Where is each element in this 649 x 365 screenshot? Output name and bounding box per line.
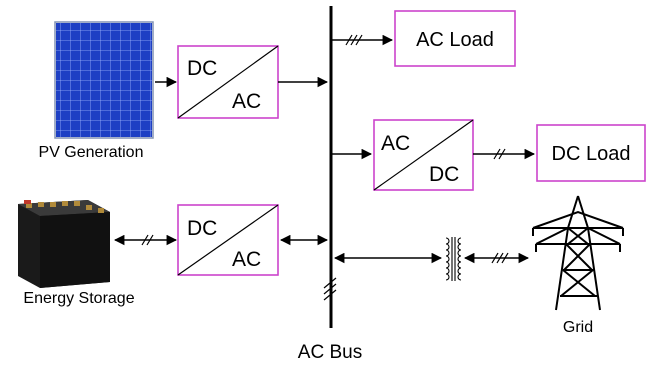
grid-phase-marks (491, 252, 509, 264)
dc-load-box (536, 124, 646, 182)
rectifier-input: AC (381, 132, 410, 155)
energy-storage-label: Energy Storage (23, 290, 134, 307)
pv-inverter: DC AC (177, 45, 279, 119)
pv-inverter-output: AC (232, 90, 261, 113)
storage-inverter: DC AC (177, 204, 279, 276)
ac-bus-phase-marks (323, 277, 337, 301)
rectifier-output: DC (429, 163, 459, 186)
dc-load-label: DC Load (552, 143, 631, 165)
ac-load-label: AC Load (416, 29, 494, 51)
storage-inverter-output: AC (232, 248, 261, 271)
pv-panel-icon (54, 21, 154, 139)
rectifier: AC DC (373, 119, 474, 191)
pv-generation-label: PV Generation (39, 144, 144, 161)
dc-load-phase-marks (493, 148, 506, 160)
battery-phase-marks (141, 234, 154, 246)
grid-label: Grid (563, 319, 593, 336)
ac-load-box (394, 10, 516, 67)
transformer-icon (445, 237, 462, 281)
pv-inverter-input: DC (187, 57, 217, 80)
ac-bus-label: AC Bus (298, 342, 362, 363)
battery-icon (18, 200, 110, 288)
transmission-tower-icon (532, 195, 624, 311)
ac-load-phase-marks (345, 34, 363, 46)
storage-inverter-input: DC (187, 217, 217, 240)
